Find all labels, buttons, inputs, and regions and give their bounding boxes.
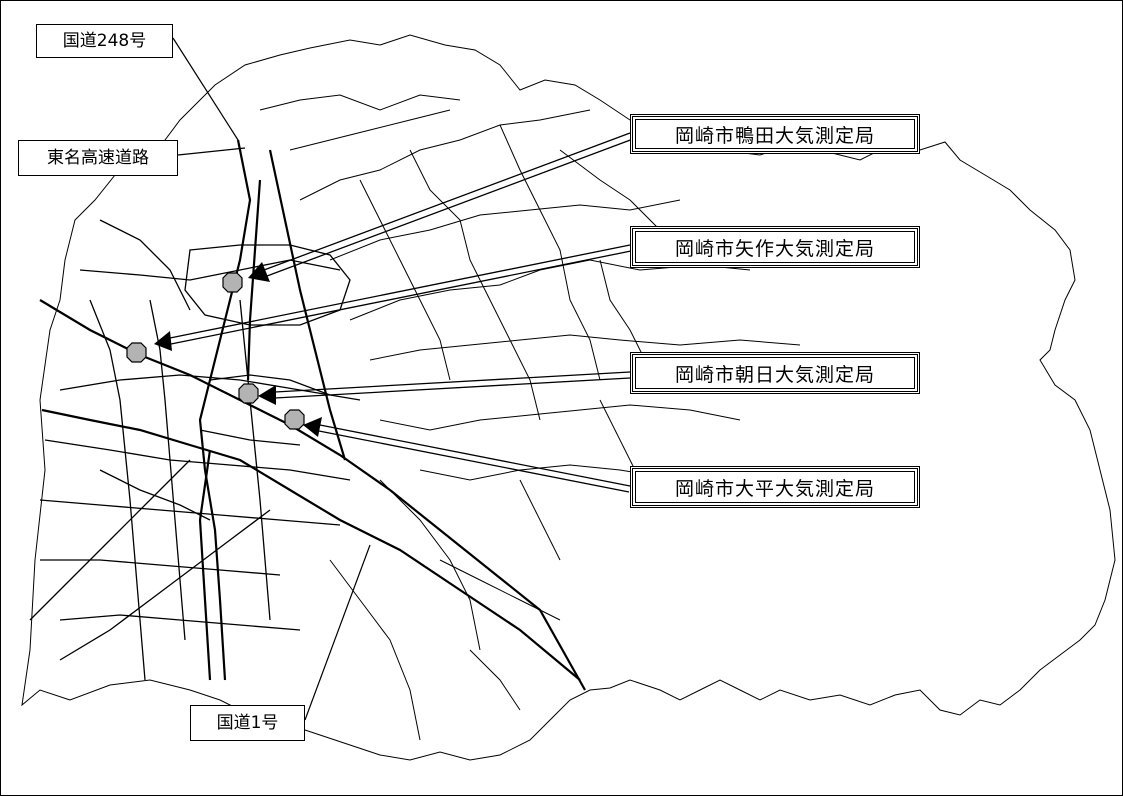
arrowhead-asahi: [258, 385, 276, 405]
city-roads: [29, 219, 361, 681]
station-marker-kamoda: [222, 272, 243, 293]
station-label-yahagi: 岡崎市矢作大気測定局: [630, 226, 920, 268]
arrowhead-kamoda: [248, 262, 270, 282]
arrowhead-ohira: [303, 417, 322, 437]
station-marker-ohira: [284, 409, 305, 430]
city-boundary: [21, 34, 1116, 761]
route-1-label: 国道1号: [190, 705, 305, 741]
route-248-road: [198, 139, 252, 681]
station-arrows: [169, 132, 634, 493]
station-marker-asahi: [238, 383, 259, 404]
minor-roads: [259, 94, 801, 741]
station-label-kamoda: 岡崎市鴨田大気測定局: [630, 114, 920, 154]
arrowheads: [154, 262, 322, 437]
route-248-label: 国道248号: [36, 24, 173, 58]
station-markers: [126, 272, 305, 430]
tomei-expressway-label: 東名高速道路: [18, 140, 178, 176]
route-1-road: [41, 408, 581, 681]
station-label-asahi: 岡崎市朝日大気測定局: [630, 352, 920, 394]
station-marker-yahagi: [126, 342, 147, 363]
station-label-ohira: 岡崎市大平大気測定局: [630, 466, 920, 508]
tomei-expressway-road: [39, 299, 586, 691]
arrowhead-yahagi: [154, 331, 172, 351]
road-label-leaders: [172, 37, 371, 721]
